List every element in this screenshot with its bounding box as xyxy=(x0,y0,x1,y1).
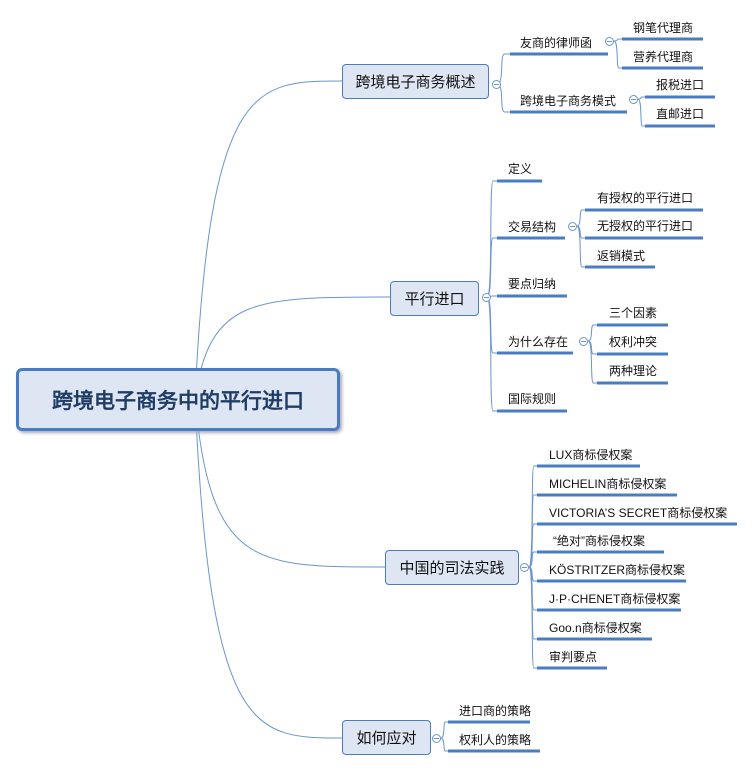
subtopic[interactable]: 有授权的平行进口 xyxy=(597,191,694,205)
topic-parallel-import[interactable]: 平行进口 xyxy=(390,281,479,316)
connector-line xyxy=(587,324,597,342)
subtopic[interactable]: 权利人的策略 xyxy=(459,733,532,747)
subtopic[interactable]: MICHELIN商标侵权案 xyxy=(549,477,667,491)
subtopic[interactable]: 定义 xyxy=(508,162,533,176)
topic-overview[interactable]: 跨境电子商务概述 xyxy=(342,64,489,99)
collapse-icon[interactable] xyxy=(629,95,638,104)
collapse-icon[interactable] xyxy=(605,37,614,46)
connector-line xyxy=(486,180,497,298)
subtopic[interactable]: 国际规则 xyxy=(508,392,557,406)
subtopic[interactable]: “绝对”商标侵权案 xyxy=(553,534,645,548)
connector-line xyxy=(486,296,497,354)
subtopic[interactable]: 跨境电子商务模式 xyxy=(520,94,617,108)
connector-line xyxy=(440,737,448,752)
subtopic[interactable]: 两种理论 xyxy=(609,364,658,378)
connector-line xyxy=(587,340,597,384)
connector-line xyxy=(496,53,510,85)
connector-line xyxy=(528,523,537,568)
connector-line xyxy=(440,721,448,739)
subtopic[interactable]: 营养代理商 xyxy=(633,50,694,64)
connector-line xyxy=(637,98,645,127)
subtopic[interactable]: LUX商标侵权案 xyxy=(549,448,633,462)
subtopic[interactable]: 要点归纳 xyxy=(508,277,557,291)
subtopic[interactable]: 无授权的平行进口 xyxy=(597,219,694,233)
collapse-icon[interactable] xyxy=(520,563,529,572)
subtopic[interactable]: 友商的律师函 xyxy=(520,36,593,50)
subtopic[interactable]: 报税进口 xyxy=(656,78,705,92)
connector-line xyxy=(486,296,497,412)
collapse-icon[interactable] xyxy=(432,734,441,743)
subtopic[interactable]: 直邮进口 xyxy=(656,107,705,121)
subtopic[interactable]: 进口商的策略 xyxy=(459,704,532,718)
collapse-icon[interactable] xyxy=(492,80,501,89)
connector-line xyxy=(194,397,343,739)
subtopic[interactable]: 三个因素 xyxy=(609,306,658,320)
subtopic[interactable]: KÖSTRITZER商标侵权案 xyxy=(549,563,686,577)
root-topic[interactable]: 跨境电子商务中的平行进口 xyxy=(16,368,340,431)
collapse-icon[interactable] xyxy=(568,222,577,231)
subtopic[interactable]: 钢笔代理商 xyxy=(633,21,694,35)
connector-line xyxy=(194,296,391,399)
subtopic[interactable]: J·P·CHENET商标侵权案 xyxy=(549,592,681,606)
connector-line xyxy=(528,566,537,611)
topic-how-to-respond[interactable]: 如何应对 xyxy=(342,720,431,755)
subtopic[interactable]: 审判要点 xyxy=(549,650,598,664)
subtopic[interactable]: 为什么存在 xyxy=(508,335,569,349)
connector-line xyxy=(576,225,585,268)
subtopic[interactable]: 交易结构 xyxy=(508,220,557,234)
connector-line xyxy=(194,397,386,568)
connector-line xyxy=(576,209,585,227)
connector-line xyxy=(528,551,537,568)
connector-line xyxy=(528,566,537,669)
connector-line xyxy=(613,38,622,42)
connector-line xyxy=(637,96,645,100)
collapse-icon[interactable] xyxy=(579,337,588,346)
subtopic[interactable]: Goo.n商标侵权案 xyxy=(549,621,642,635)
subtopic[interactable]: 权利冲突 xyxy=(609,335,658,349)
subtopic[interactable]: 返销模式 xyxy=(597,249,646,263)
collapse-icon[interactable] xyxy=(482,293,491,302)
connector-line xyxy=(486,237,497,298)
topic-china-judicial[interactable]: 中国的司法实践 xyxy=(385,550,519,585)
connector-line xyxy=(613,40,622,69)
connector-line xyxy=(194,80,343,399)
subtopic[interactable]: VICTORIA’S SECRET商标侵权案 xyxy=(549,506,728,520)
